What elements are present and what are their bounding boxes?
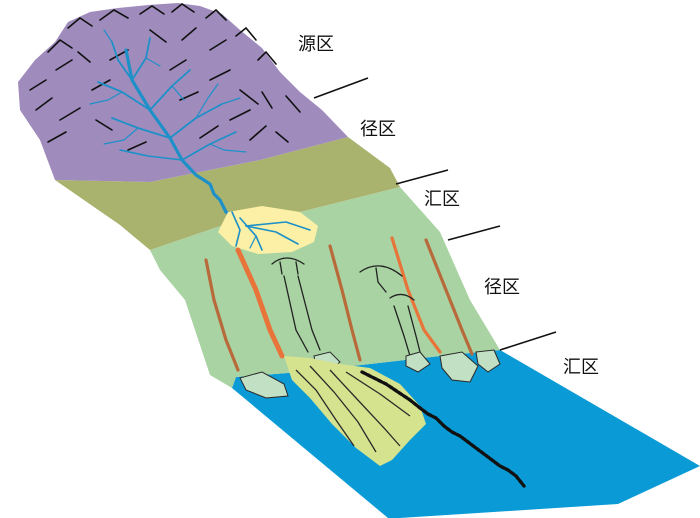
piedmont-channels — [204, 236, 474, 372]
source-mountain-zone — [18, 3, 348, 182]
small-fan-lobes — [239, 349, 501, 399]
submarine-channel — [360, 370, 526, 488]
mountain-ridges — [29, 3, 301, 151]
label-transfer-zone-upper: 径区 — [360, 119, 396, 140]
delta-distributaries — [295, 365, 411, 453]
transfer-band-zone — [55, 137, 400, 250]
leader-lines — [313, 77, 557, 351]
label-source-zone: 源区 — [298, 34, 334, 55]
label-sink-zone-upper: 汇区 — [424, 189, 460, 210]
fan-distributary-channels — [231, 211, 311, 251]
slope-gullies — [271, 257, 421, 357]
label-transfer-zone-lower: 径区 — [484, 277, 520, 298]
label-sink-zone-lower: 汇区 — [563, 357, 599, 378]
fan-delta-lobe — [284, 356, 426, 466]
